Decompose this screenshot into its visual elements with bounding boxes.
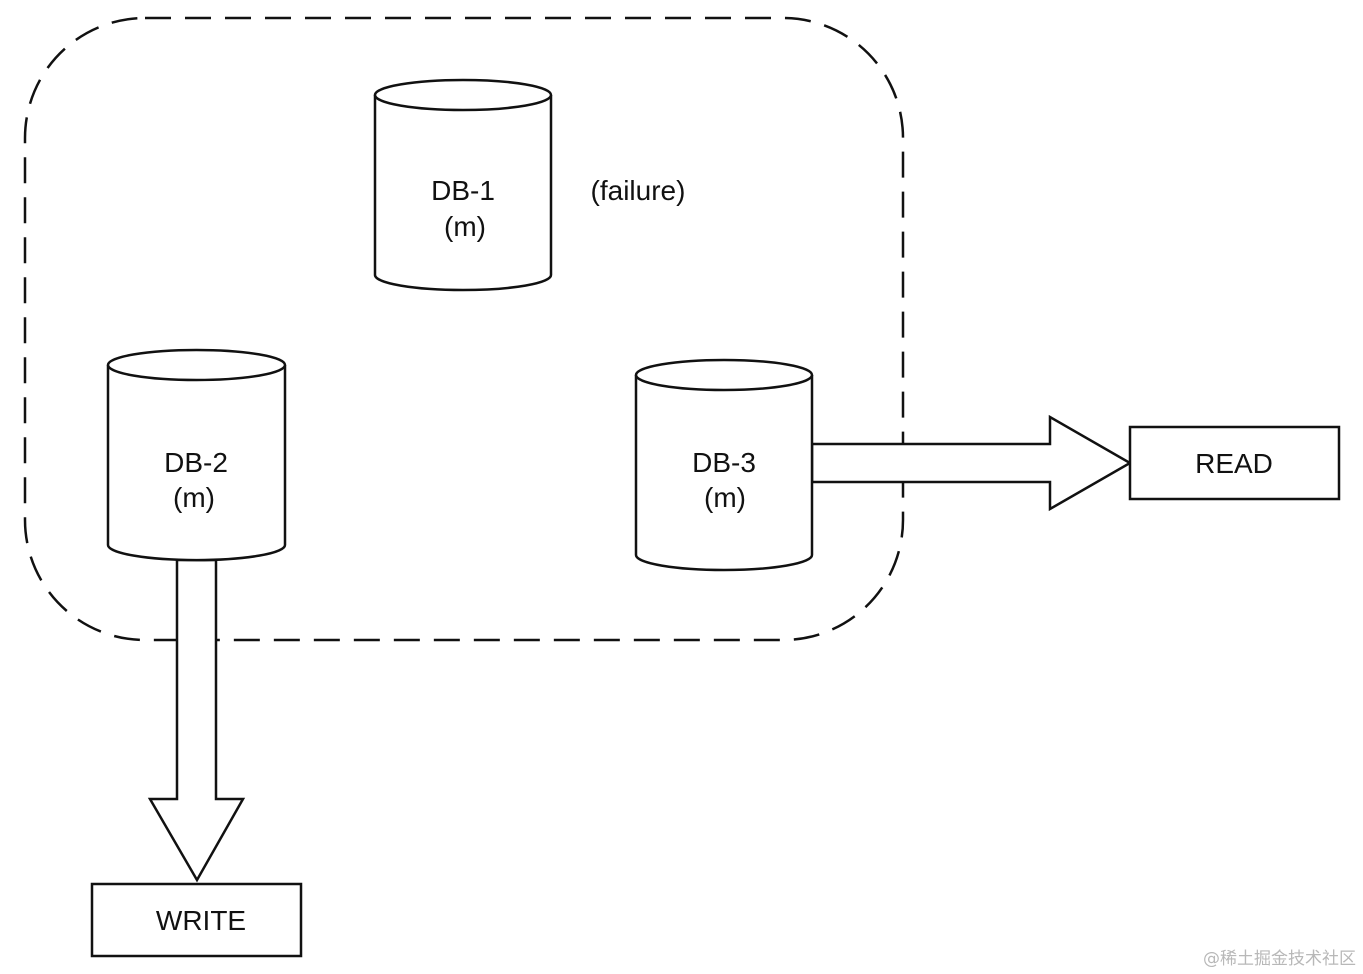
db2-cylinder: DB-2 (m)	[106, 348, 287, 562]
db3-role: (m)	[704, 482, 746, 513]
cluster-boundary	[23, 16, 905, 642]
db1-cylinder: DB-1 (m)	[373, 78, 553, 292]
read-label: READ	[1195, 448, 1273, 479]
write-endpoint: WRITE	[90, 882, 303, 958]
watermark: @稀土掘金技术社区	[1203, 949, 1356, 969]
db1-failure-note: (failure)	[591, 175, 686, 206]
db2-name: DB-2	[164, 447, 228, 478]
db1-name: DB-1	[431, 175, 495, 206]
db2-role: (m)	[173, 482, 215, 513]
write-label: WRITE	[156, 905, 246, 936]
db3-cylinder: DB-3 (m)	[634, 358, 814, 572]
db1-role: (m)	[444, 211, 486, 242]
db3-name: DB-3	[692, 447, 756, 478]
write-arrow	[147, 558, 246, 883]
read-endpoint: READ	[1128, 425, 1341, 501]
read-arrow	[810, 414, 1133, 512]
